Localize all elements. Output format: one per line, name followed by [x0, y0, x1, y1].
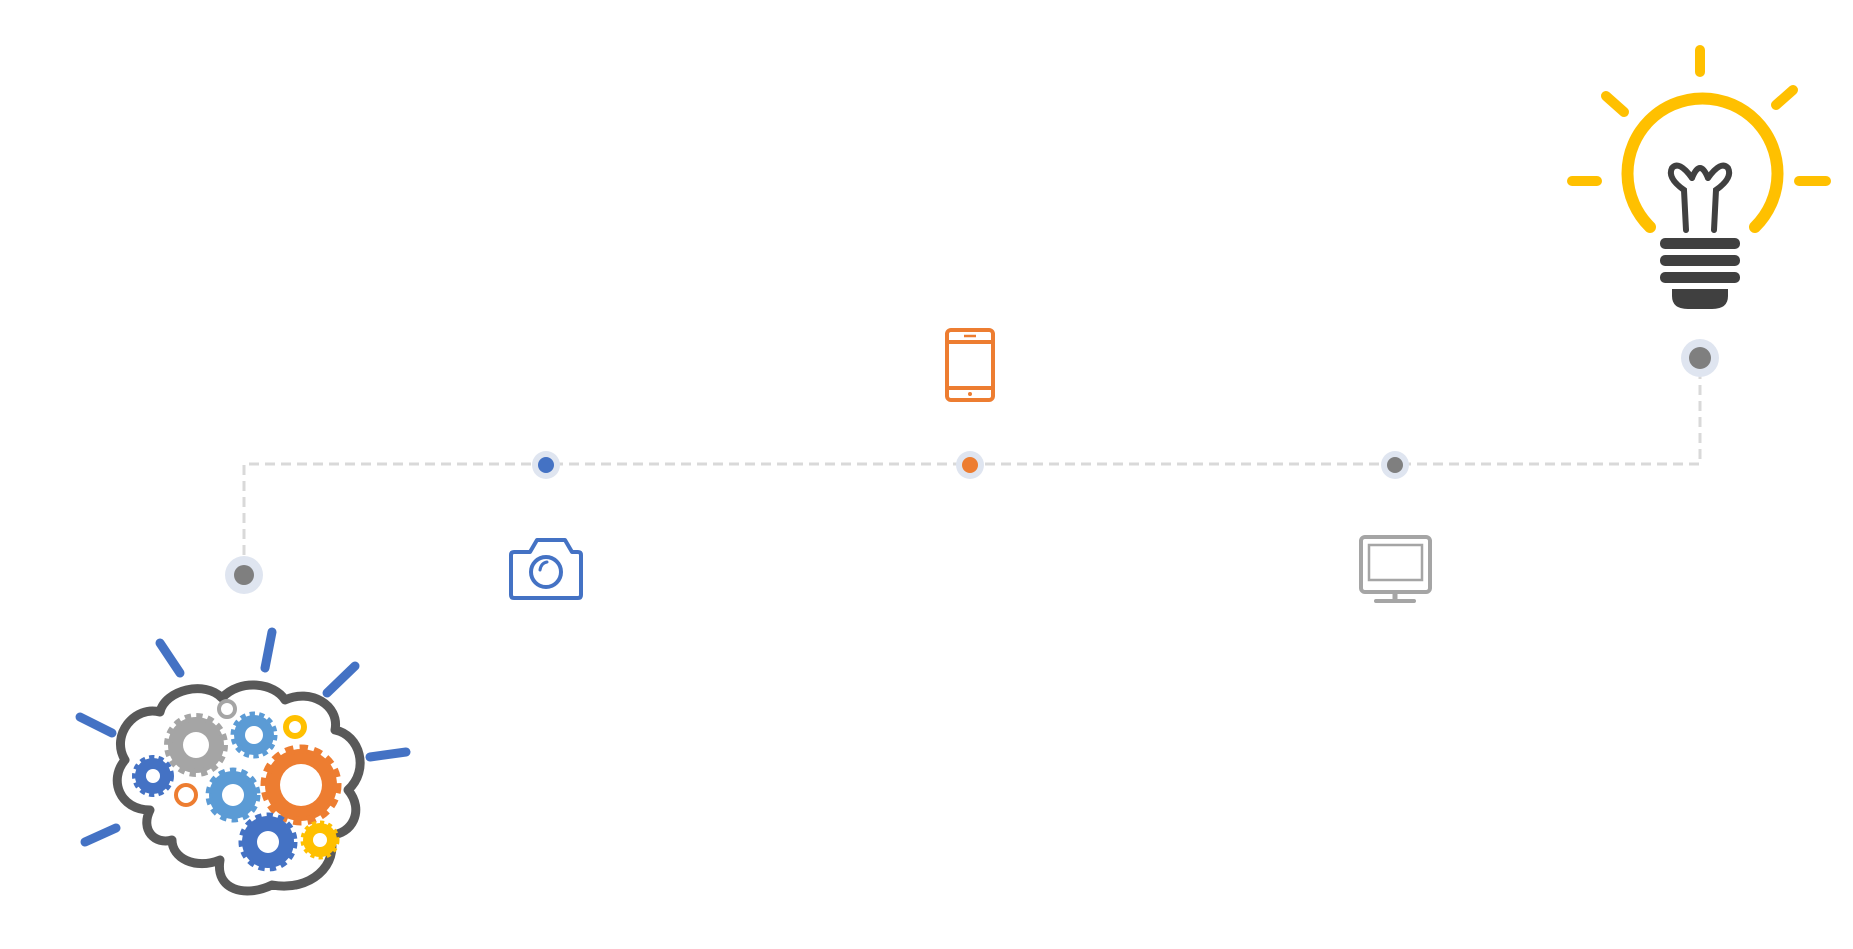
light-rays [1567, 45, 1831, 186]
gear-lightblue-center [205, 767, 261, 823]
gear-gray-small [217, 699, 237, 719]
node-end [1681, 339, 1719, 377]
node-start [225, 556, 263, 594]
gear-orange-small [174, 783, 198, 807]
node-camera [532, 451, 560, 479]
node-monitor [1381, 451, 1409, 479]
gear-gray-large [164, 713, 228, 777]
node-tablet [956, 451, 984, 479]
brain-gears-icon [75, 627, 411, 896]
gear-orange-large [260, 744, 342, 826]
gear-yellow-bottom [300, 820, 340, 860]
gear-blue-bottom [238, 812, 298, 872]
camera-icon [509, 538, 583, 600]
tablet-icon [945, 328, 995, 402]
gear-lightblue-top [230, 711, 278, 759]
lightbulb-icon [1567, 45, 1831, 309]
gear-yellow-top [283, 715, 307, 739]
gear-blue-left [132, 755, 174, 797]
brain-rays [75, 627, 411, 847]
monitor-icon [1359, 535, 1432, 603]
